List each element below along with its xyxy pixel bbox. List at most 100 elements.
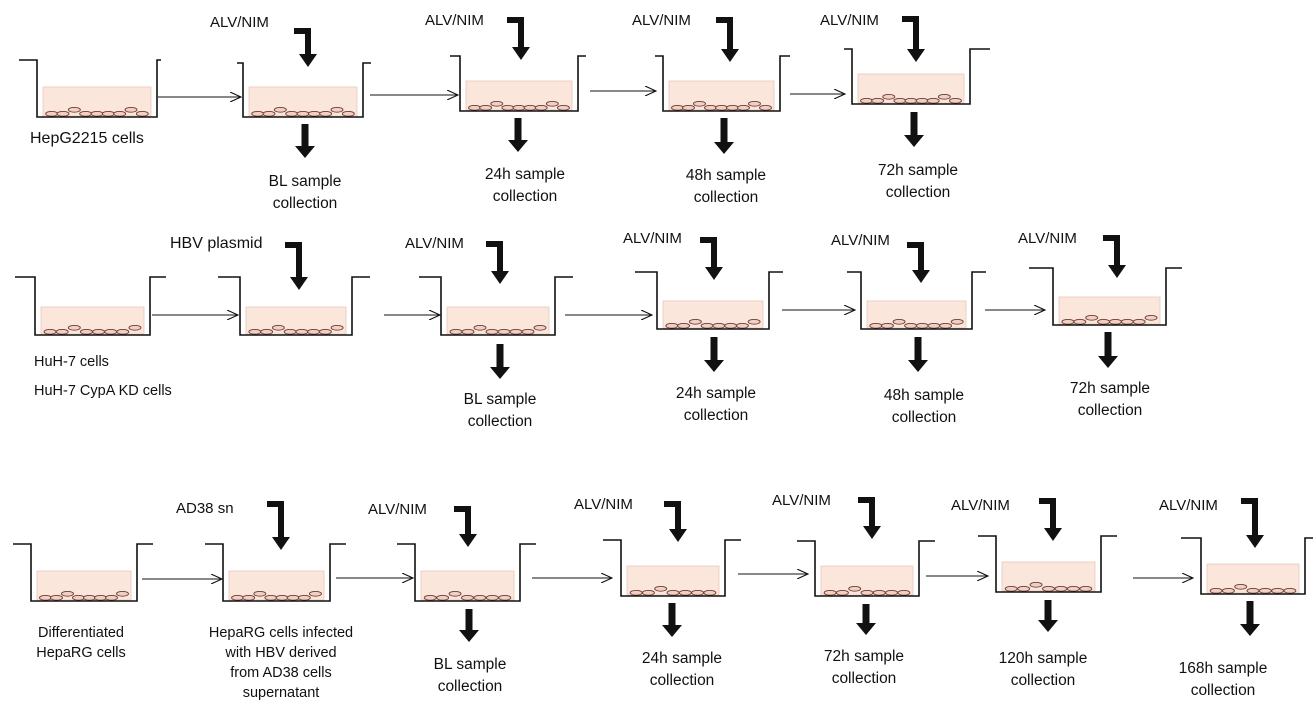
- well-outline: [655, 55, 790, 112]
- treatment-label: ALV/NIM: [831, 232, 890, 249]
- treatment-label: ALV/NIM: [772, 492, 831, 509]
- culture-well: [205, 543, 346, 602]
- culture-well: [797, 540, 935, 597]
- cell: [497, 328, 511, 335]
- cell: [691, 589, 705, 596]
- collection-arrow: [459, 609, 479, 642]
- cell: [1246, 587, 1260, 594]
- cell: [473, 594, 487, 601]
- well-outline: [205, 543, 346, 602]
- cell: [1029, 581, 1043, 588]
- treatment-arrow: [1103, 235, 1126, 278]
- cell: [1017, 585, 1031, 592]
- cell: [498, 594, 512, 601]
- cell: [90, 110, 104, 117]
- cell: [703, 589, 717, 596]
- cell: [307, 328, 321, 335]
- cell: [135, 110, 149, 117]
- cell: [682, 104, 695, 111]
- cell: [897, 589, 911, 596]
- cell: [759, 104, 772, 111]
- cell: [50, 594, 63, 601]
- treatment-arrow: [507, 17, 530, 60]
- cell: [848, 585, 862, 592]
- cell: [45, 110, 59, 117]
- cell: [915, 322, 929, 329]
- cell: [665, 322, 679, 329]
- cell: [260, 328, 274, 335]
- cell: [113, 110, 127, 117]
- cell: [904, 97, 918, 104]
- culture-well: [237, 62, 371, 118]
- cell: [748, 100, 761, 107]
- cell: [715, 104, 728, 111]
- cell: [678, 589, 692, 596]
- cell: [39, 594, 52, 601]
- cell: [533, 324, 547, 331]
- cell: [468, 104, 482, 111]
- cell: [860, 97, 874, 104]
- cell: [286, 594, 300, 601]
- treatment-arrow: [716, 17, 739, 62]
- cell: [1061, 318, 1075, 325]
- cells-label: HepG2215 cells: [30, 130, 144, 147]
- cell: [1258, 587, 1272, 594]
- cell: [330, 106, 344, 113]
- cell: [892, 318, 906, 325]
- cell: [509, 328, 523, 335]
- cell: [264, 594, 278, 601]
- cell: [1108, 318, 1122, 325]
- culture-well: [13, 543, 153, 602]
- cell: [330, 324, 344, 331]
- cell: [534, 104, 548, 111]
- plasmid-label: HBV plasmid: [170, 235, 263, 252]
- cell: [1221, 587, 1235, 594]
- culture-medium: [446, 306, 550, 335]
- cell: [927, 322, 941, 329]
- cell: [285, 110, 299, 117]
- cell: [436, 594, 450, 601]
- culture-well: [1029, 267, 1182, 326]
- cell: [735, 322, 749, 329]
- well-outline: [797, 540, 935, 597]
- cell: [101, 110, 115, 117]
- cell: [448, 590, 462, 597]
- collection-arrow: [908, 337, 928, 372]
- cell: [1209, 587, 1223, 594]
- cell: [473, 324, 487, 331]
- cell: [747, 318, 761, 325]
- cell: [56, 110, 70, 117]
- cell: [724, 322, 738, 329]
- cell: [275, 594, 289, 601]
- cell: [712, 322, 726, 329]
- cell: [893, 97, 907, 104]
- cell: [885, 589, 899, 596]
- cell: [880, 322, 894, 329]
- collection-arrow: [662, 603, 682, 637]
- cell: [1283, 587, 1297, 594]
- cell: [490, 100, 504, 107]
- collection-arrow: [295, 124, 315, 158]
- treatment-label: ALV/NIM: [425, 12, 484, 29]
- cell: [461, 328, 475, 335]
- cell: [485, 594, 499, 601]
- cell: [104, 328, 118, 335]
- cell: [124, 106, 138, 113]
- cell: [1079, 585, 1093, 592]
- culture-medium: [36, 570, 132, 601]
- treatment-label: ALV/NIM: [951, 497, 1010, 514]
- treatment-arrow: [664, 501, 687, 542]
- cell: [308, 590, 322, 597]
- well-outline: [1181, 537, 1313, 595]
- cell: [521, 328, 535, 335]
- culture-well: [603, 539, 741, 597]
- culture-well: [419, 276, 573, 336]
- cell: [926, 97, 940, 104]
- treatment-label: ALV/NIM: [405, 235, 464, 252]
